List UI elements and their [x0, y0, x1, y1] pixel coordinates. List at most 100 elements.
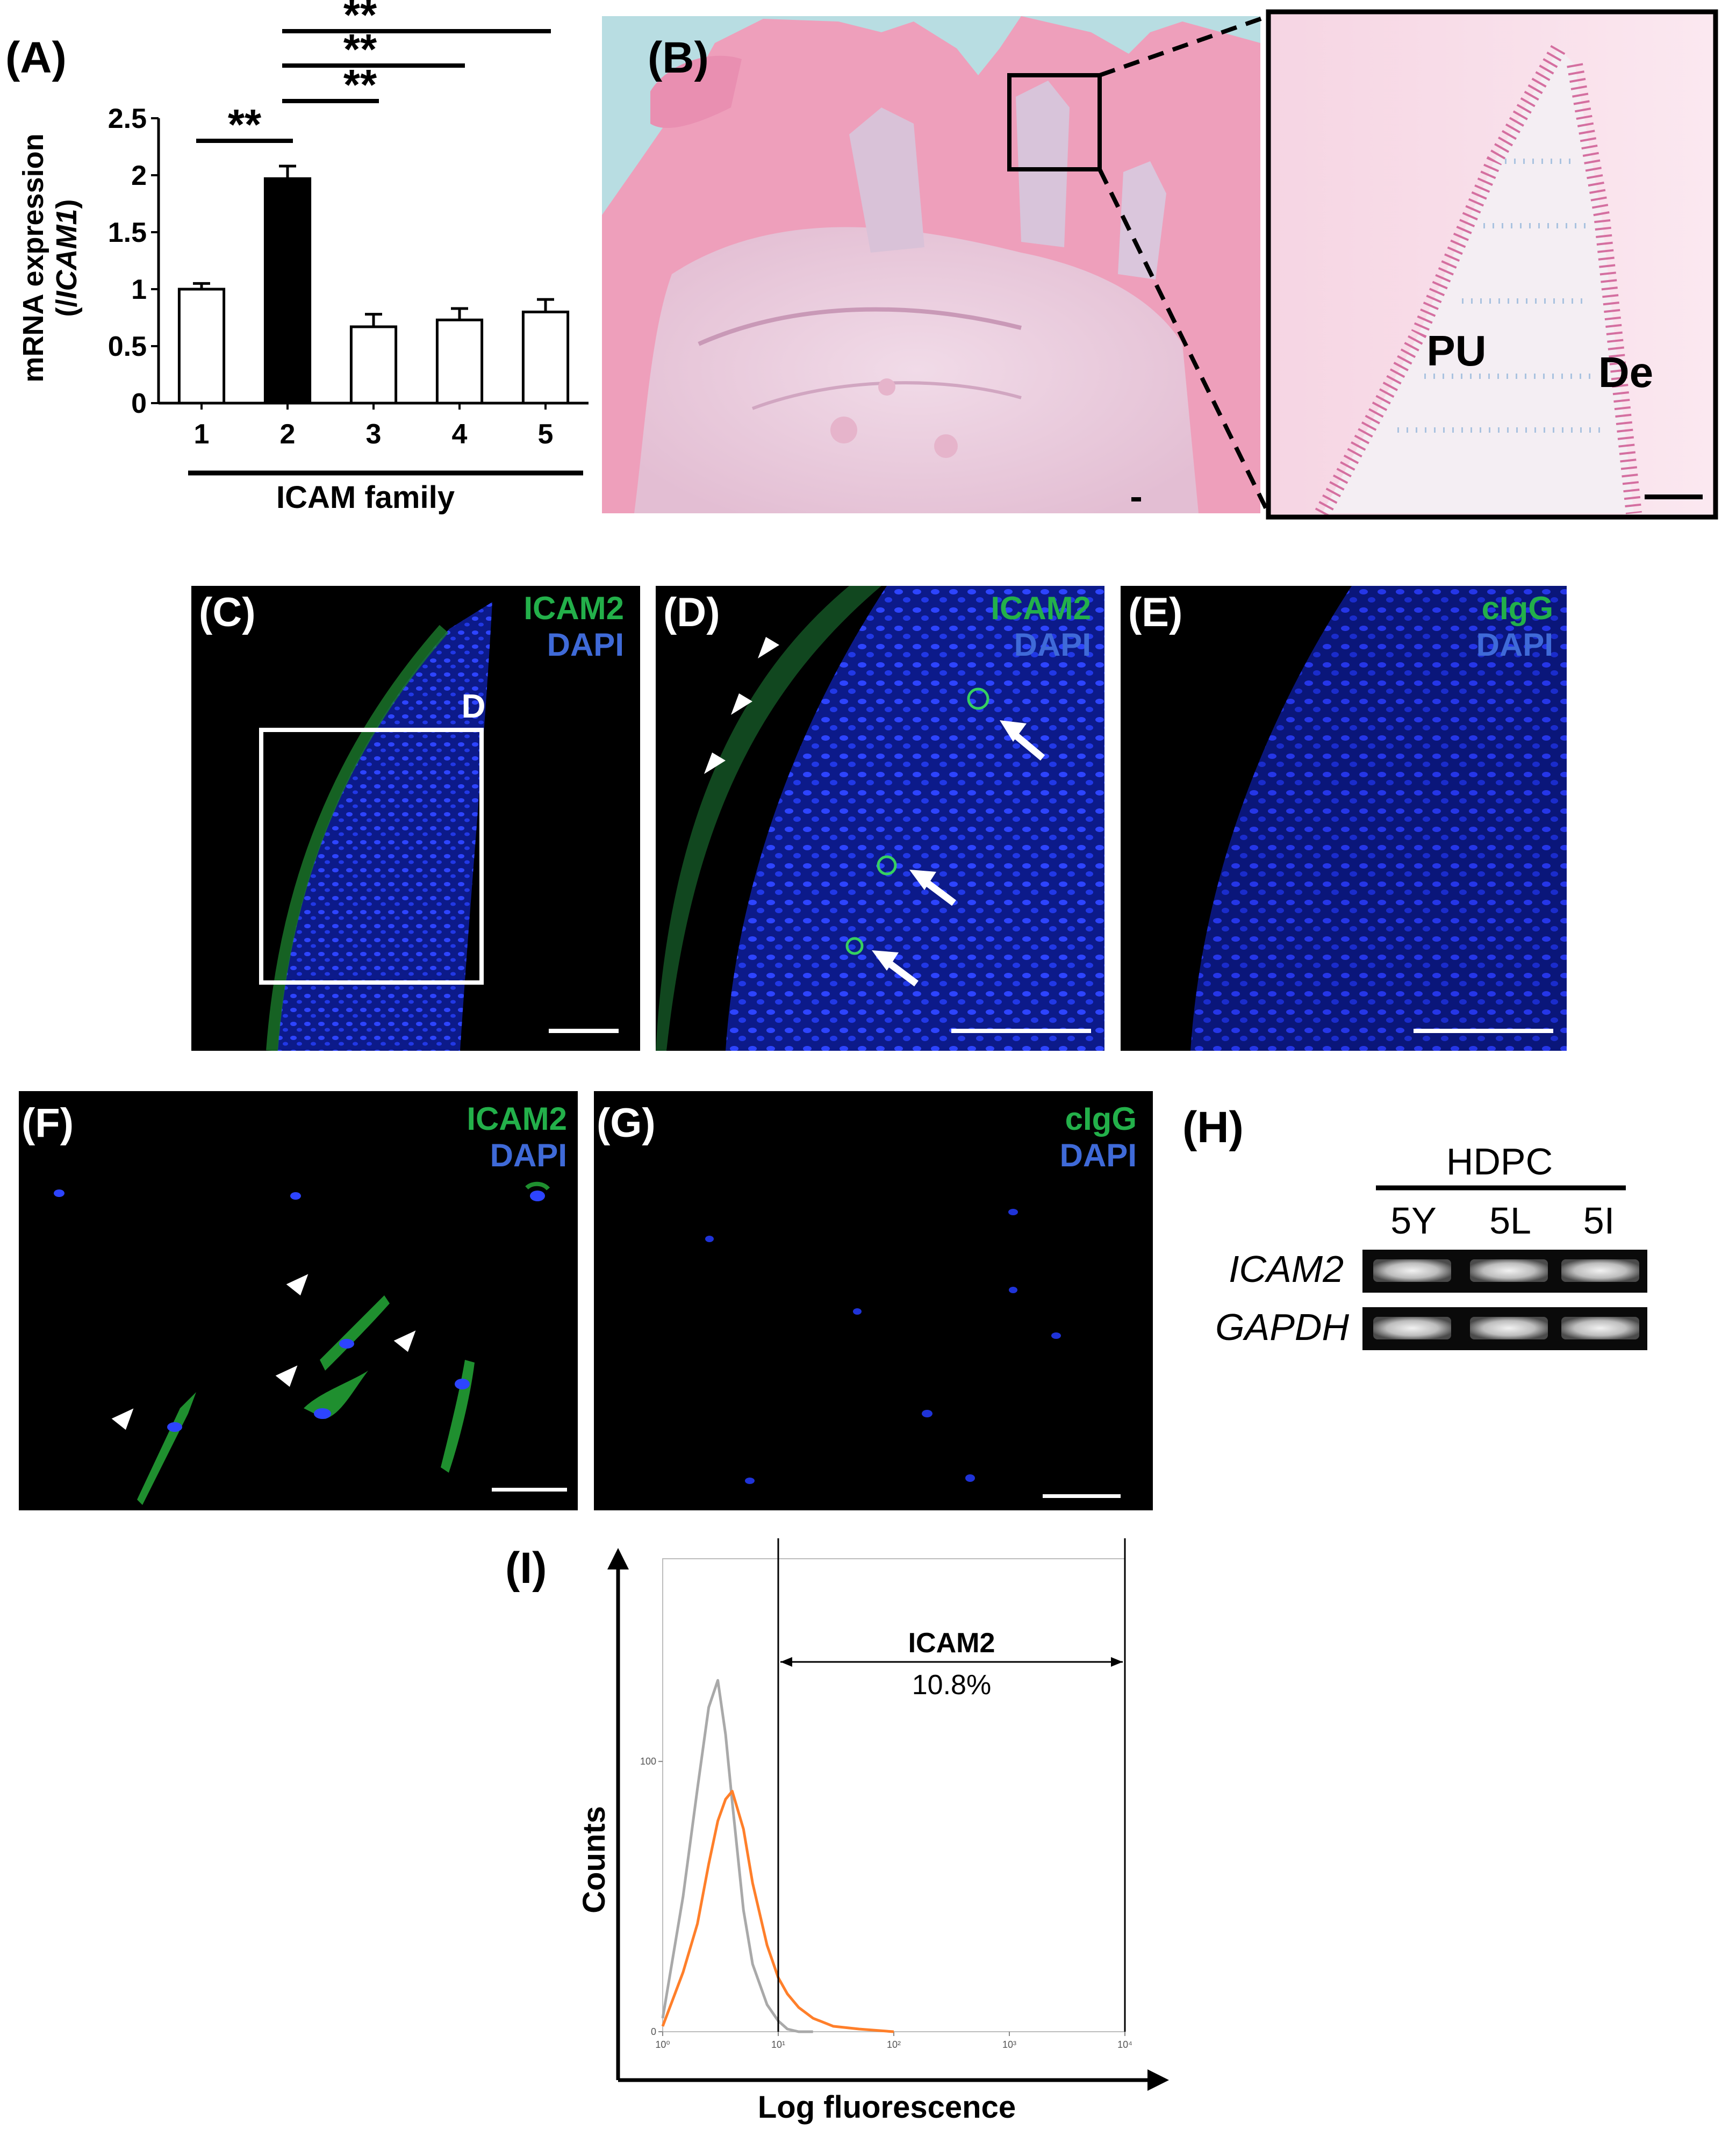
- panel-h-gel-icam2: [1362, 1250, 1647, 1293]
- panel-a-y-axis-title-main: mRNA expression: [17, 133, 49, 382]
- panel-a-y-tick-label: 0: [131, 388, 147, 419]
- panel-h-gene-gapdh: GAPDH: [1215, 1306, 1349, 1348]
- panel-b-zoom-line-top: [1099, 14, 1269, 77]
- panel-c-roi-label: D: [462, 688, 486, 725]
- panel-c-pulp-tissue: [277, 602, 492, 1051]
- panel-g-label: (G): [597, 1100, 656, 1146]
- panel-c-stain-icam2: ICAM2: [523, 590, 624, 626]
- panel-h-figure: (H) HDPC 5Y 5L 5I ICAM2 GAPDH: [1182, 1103, 1647, 1350]
- panel-a-significance-label: **: [343, 0, 377, 39]
- panel-b-figure: (B) PU De: [602, 9, 1718, 520]
- panel-a-significance-label: **: [228, 101, 262, 148]
- arrow-left-icon: [780, 1657, 792, 1667]
- panel-i-x-tick-label: 10⁰: [655, 2039, 670, 2050]
- panel-g-image-bg: [594, 1091, 1153, 1510]
- arrowhead-icon: [758, 637, 779, 658]
- panel-c-odontoblast-edge: [266, 625, 449, 1051]
- panel-d-stain-dapi: DAPI: [1014, 627, 1091, 663]
- panel-d-vessel: [967, 687, 989, 710]
- panel-f-label: (F): [21, 1100, 74, 1146]
- panel-i-y-tick-label: 0: [651, 2026, 656, 2037]
- panel-i-gate-value: 10.8%: [912, 1669, 991, 1701]
- arrow-icon: [1000, 720, 1045, 761]
- arrow-up-icon: [607, 1548, 629, 1569]
- arrowhead-icon: [111, 1408, 134, 1430]
- panel-a-bar: [521, 310, 570, 405]
- panel-a-bar: [263, 177, 312, 405]
- panel-c-figure: D (C) ICAM2 DAPI: [191, 586, 640, 1051]
- panel-i-histogram-series: [661, 1790, 894, 2033]
- panel-h-gene-icam2: ICAM2: [1229, 1248, 1344, 1290]
- panel-i-histogram-series: [661, 1679, 813, 2033]
- panel-g-stain-dapi: DAPI: [1060, 1137, 1137, 1173]
- panel-a-y-tick-label: 0.5: [108, 331, 147, 362]
- panel-i-x-tick-label: 10²: [887, 2039, 901, 2050]
- panel-i-x-tick-label: 10³: [1002, 2039, 1016, 2050]
- panel-e-pulp-tissue: [1190, 586, 1567, 1051]
- panel-i-label: (I): [505, 1544, 547, 1593]
- panel-f-image-bg: [19, 1091, 578, 1510]
- panel-f-cells: [54, 1181, 550, 1505]
- panel-a-y-tick-label: 2.5: [108, 103, 147, 134]
- panel-d-vessel: [845, 937, 864, 955]
- panel-f-stain-dapi: DAPI: [490, 1137, 567, 1173]
- panel-d-vessel: [877, 855, 897, 876]
- panel-d-odontoblast-edge: [656, 586, 881, 1051]
- panel-h-lane-label: 5Y: [1390, 1200, 1437, 1242]
- panel-b-label: (B): [648, 33, 709, 82]
- panel-i-y-tick-label: 100: [640, 1756, 656, 1767]
- panel-i-x-tick-label: 10¹: [771, 2039, 785, 2050]
- panel-a-x-tick-label: 3: [366, 419, 382, 450]
- panel-i-x-tick-label: 10⁴: [1117, 2039, 1132, 2050]
- panel-b-inset-frame: [1266, 9, 1718, 520]
- panel-d-label: (D): [663, 590, 720, 635]
- arrow-right-icon: [1147, 2069, 1169, 2091]
- panel-e-stain-dapi: DAPI: [1476, 627, 1553, 663]
- panel-b-inset-image: [1268, 12, 1716, 518]
- panel-b-roi-box: [1007, 73, 1102, 171]
- panel-a-y-axis-title-sub: (/ICAM1): [51, 199, 83, 317]
- panel-a-x-tick-label: 2: [280, 419, 296, 450]
- panel-d-figure: (D) ICAM2 DAPI: [656, 586, 1104, 1051]
- panel-e-stain-cigg: cIgG: [1482, 590, 1553, 626]
- panel-i-x-axis-title: Log fluorescence: [758, 2090, 1016, 2125]
- panel-d-stain-icam2: ICAM2: [991, 590, 1091, 626]
- panel-a-y-tick-label: 2: [131, 160, 147, 191]
- panel-h-gel-gapdh: [1362, 1307, 1647, 1350]
- panel-a-label: (A): [5, 33, 67, 82]
- panel-a-y-tick-label: 1: [131, 274, 147, 305]
- panel-d-pulp-tissue: [726, 586, 1104, 1051]
- arrow-icon: [909, 870, 956, 906]
- panel-a-x-axis-title: ICAM family: [276, 480, 455, 515]
- arrowhead-icon: [704, 752, 726, 774]
- arrow-icon: [872, 950, 919, 987]
- panel-g-stain-cigg: cIgG: [1065, 1101, 1137, 1137]
- panel-h-header: HDPC: [1446, 1141, 1553, 1182]
- panel-a-bar: [349, 325, 398, 405]
- panel-b-pulp-label: PU: [1426, 327, 1486, 375]
- panel-c-scale-bar: [549, 1029, 619, 1033]
- panel-e-label: (E): [1128, 590, 1182, 635]
- panel-i-y-axis-title: Counts: [577, 1806, 612, 1913]
- arrow-right-icon: [1111, 1657, 1123, 1667]
- panel-i-y-axis-title-text: Counts: [577, 1806, 612, 1913]
- panel-g-figure: (G) cIgG DAPI: [594, 1091, 1153, 1510]
- panel-c-roi-box: [259, 728, 484, 985]
- arrowhead-icon: [286, 1274, 309, 1296]
- panel-b-inset-scale-bar: [1645, 494, 1703, 499]
- panel-h-lane-label: 5I: [1583, 1200, 1615, 1242]
- panel-g-nuclei: [705, 1209, 1061, 1484]
- panel-e-scale-bar: [1414, 1029, 1553, 1033]
- panel-a-figure: (A) mRNA expression (/ICAM1) 00.511.522.…: [5, 0, 589, 515]
- panel-f-stain-icam2: ICAM2: [467, 1101, 567, 1137]
- panel-a-bar: [435, 318, 484, 405]
- panel-b-section-image: [602, 16, 1260, 513]
- panel-h-label: (H): [1182, 1103, 1244, 1152]
- panel-a-x-tick-label: 5: [538, 419, 554, 450]
- panel-c-label: (C): [199, 590, 256, 635]
- panel-a-x-tick-label: 1: [194, 419, 210, 450]
- panel-f-figure: (F) ICAM2 DAPI: [19, 1091, 578, 1510]
- panel-b-zoom-line-bottom: [1097, 168, 1271, 514]
